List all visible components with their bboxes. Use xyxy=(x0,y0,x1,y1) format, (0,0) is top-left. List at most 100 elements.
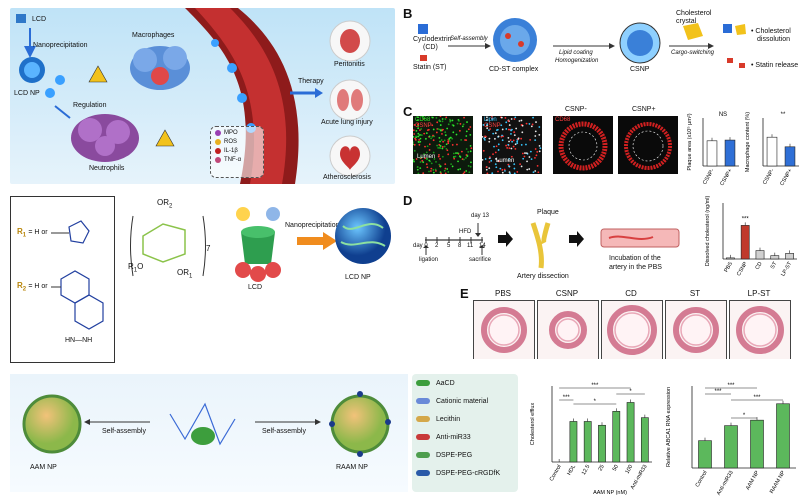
or1-label: OR xyxy=(177,268,189,277)
tick-label: LP-ST xyxy=(780,260,793,277)
legend-label: ROS xyxy=(224,139,238,145)
bar xyxy=(569,421,578,463)
histology-image xyxy=(537,300,599,359)
legend-item: AaCD xyxy=(412,374,518,392)
bar xyxy=(766,136,778,167)
therapy-label: Therapy xyxy=(298,78,324,85)
cholesterol-crystal-label: Cholesterol crystal xyxy=(676,10,712,25)
legend-label: Lecithin xyxy=(436,415,461,423)
day5-label: 5 xyxy=(447,243,451,249)
legend-label: IL-1β xyxy=(224,148,238,154)
legend-item: TNF-α xyxy=(215,157,263,163)
artery-icon xyxy=(530,222,551,269)
artery-dissection-label: Artery dissection xyxy=(517,273,569,280)
panel-letter-d: D xyxy=(403,193,413,208)
tick-label: ST xyxy=(770,260,779,270)
histology-panel: PBS xyxy=(473,289,535,359)
lcd-caption: LCD xyxy=(248,284,263,291)
y-axis-label: Plaque area (x10⁵ μm²) xyxy=(686,113,693,170)
legend-label: TNF-α xyxy=(224,157,242,163)
histology-panel: LP-ST xyxy=(729,289,791,359)
panel-a-scene: LCD Nanoprecipitation LCD NP Macrophages… xyxy=(10,8,395,184)
significance-label: * xyxy=(629,389,632,395)
legend-label: DSPE-PEG-cRGDfK xyxy=(436,469,501,477)
legend-dot-icon xyxy=(215,157,221,163)
sacrifice-label: sacrifice xyxy=(469,257,492,263)
lcd-label: LCD xyxy=(32,16,47,23)
lipid-coating-label: Lipid coating xyxy=(559,50,593,56)
bar xyxy=(755,250,765,260)
incubation-label-b: artery in the PBS xyxy=(609,264,662,271)
f-right-self-assembly: Self-assembly xyxy=(262,428,306,435)
nanoprecipitation-label: Nanoprecipitation xyxy=(33,42,88,49)
tick-label: Control xyxy=(695,470,709,488)
r1o-subscript: 1 xyxy=(133,267,138,274)
tick-label: CSNP- xyxy=(762,168,776,186)
r2-symbol: R xyxy=(17,281,23,290)
hfd-label: HFD xyxy=(459,229,472,235)
significance-label: *** xyxy=(591,383,599,389)
bar xyxy=(626,402,635,463)
tick-label: 50 xyxy=(612,464,620,472)
hydrazide-label: HN—NH xyxy=(65,337,93,344)
chart-plaque-area: CSNP-CSNP+Plaque area (x10⁵ μm²)NS xyxy=(686,112,739,187)
r2-text: = H or xyxy=(28,283,48,290)
legend-dot-icon xyxy=(215,130,221,136)
cationic-material-icon xyxy=(416,398,430,404)
bar xyxy=(583,421,592,463)
lcd-molecule-icon xyxy=(16,14,26,23)
cd-label: (CD) xyxy=(423,44,438,51)
bar xyxy=(776,403,790,469)
legend-label: AaCD xyxy=(436,379,455,387)
panel-a-chemistry: R1 = H or R2 = H or HN—NH OR2 R1O OR1 7 … xyxy=(10,196,395,364)
homogenization-label: Homogenization xyxy=(555,58,599,64)
nanoprecipitation-arrow-label: Nanoprecipitation xyxy=(285,222,340,229)
histology-label: ST xyxy=(689,289,701,298)
statin-release-label: • Statin release xyxy=(751,62,799,69)
significance-label: *** xyxy=(742,216,750,222)
regulation-label: Regulation xyxy=(73,102,107,109)
day11-label: 11 xyxy=(467,243,474,249)
lecithin-icon xyxy=(416,416,430,422)
orange-arrow-icon xyxy=(297,232,337,250)
legend-item: Anti-miR33 xyxy=(412,428,518,446)
bar xyxy=(770,255,780,260)
tick-label: 100 xyxy=(625,464,635,475)
tick-label: 25 xyxy=(597,464,605,472)
aacd-icon xyxy=(191,427,215,445)
histology-panel: CD xyxy=(601,289,663,359)
r1-symbol: R xyxy=(17,227,23,236)
bar xyxy=(640,417,649,463)
cyclodextrin-label: Cyclodextrin xyxy=(413,36,452,43)
tick-label: Control xyxy=(549,464,563,482)
r1-text: = H or xyxy=(28,229,48,236)
panel-d: day 0 2 5 8 11 14 day 13 HFD ligation sa… xyxy=(413,193,803,285)
day0-label: day 0 xyxy=(413,243,428,249)
significance-label: NS xyxy=(719,112,727,118)
neutrophil-icon xyxy=(71,114,139,162)
panel-d-schematic xyxy=(423,222,680,269)
img2-label-lipin: Lipin xyxy=(484,117,497,123)
tick-label: 12.5 xyxy=(581,464,592,476)
legend-label: Anti-miR33 xyxy=(436,433,471,441)
day2-label: 2 xyxy=(435,243,439,249)
histology-image xyxy=(729,300,791,359)
bar xyxy=(750,419,764,469)
panel-letter-e: E xyxy=(460,286,469,301)
cholesterol-crystal-icon xyxy=(683,23,703,40)
raam-np-label: RAAM NP xyxy=(336,464,368,471)
lcd-np-sphere xyxy=(335,208,391,264)
legend-item: ROS xyxy=(215,139,263,145)
legend-item: IL-1β xyxy=(215,148,263,154)
disease-atherosclerosis: Atherosclerosis xyxy=(323,174,371,181)
r1o-r-label: R xyxy=(128,262,134,271)
csnp-label: CSNP xyxy=(630,66,650,73)
tick-label: PBS xyxy=(723,261,734,274)
bar xyxy=(612,411,621,463)
statin-icon xyxy=(420,55,427,61)
r2-subscript: 2 xyxy=(22,286,27,293)
aacd-icon xyxy=(416,380,430,386)
